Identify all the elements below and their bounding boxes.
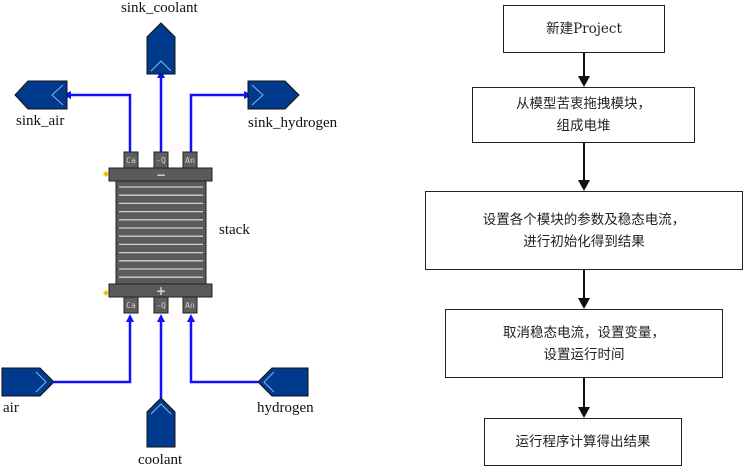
air-block[interactable] — [1, 367, 55, 397]
flow-step-text: 取消稳态电流，设置变量， — [503, 324, 665, 341]
flow-step-text: 设置各个模块的参数及稳态电流， — [482, 211, 686, 228]
port-q-bottom[interactable]: -Q — [153, 296, 169, 314]
stack-cell-lines — [119, 186, 203, 278]
svg-text:Ca: Ca — [126, 301, 136, 310]
air-label: air — [3, 400, 19, 416]
coolant-label: coolant — [138, 452, 183, 468]
connection-hydrogen[interactable] — [187, 314, 258, 384]
flow-step-text: 运行程序计算得出结果 — [515, 434, 651, 450]
chevron-right-icon — [35, 371, 47, 393]
chevron-left-icon — [263, 371, 275, 393]
flow-step-build-stack: 从模型苦衷拖拽模块， 组成电堆 — [472, 87, 695, 143]
chevron-left-icon — [51, 84, 64, 106]
port-q-top[interactable]: -Q — [153, 151, 169, 169]
sink-coolant-block[interactable] — [146, 22, 176, 75]
flow-step-text: 进行初始化得到结果 — [523, 233, 645, 250]
port-an-top[interactable]: An — [182, 151, 198, 169]
sink-hydrogen-label: sink_hydrogen — [248, 115, 338, 131]
hydrogen-block[interactable] — [257, 367, 309, 397]
flow-step-text: 设置运行时间 — [543, 346, 625, 363]
svg-text:An: An — [185, 156, 195, 165]
sink-coolant-label: sink_coolant — [121, 0, 198, 16]
flow-step-text: 组成电堆 — [556, 118, 611, 134]
port-ca-top[interactable]: Ca — [123, 151, 139, 169]
sink-air-block[interactable] — [14, 80, 68, 110]
negative-terminal-label: − — [156, 168, 166, 182]
sink-air-label: sink_air — [16, 113, 65, 129]
flow-step-text: 从模型苦衷拖拽模块， — [516, 96, 651, 112]
flow-arrow-4 — [578, 378, 590, 418]
connection-sink-hydrogen[interactable] — [189, 91, 252, 152]
stack-label: stack — [219, 222, 250, 238]
flow-arrow-1 — [578, 53, 590, 87]
svg-text:-Q: -Q — [156, 156, 166, 165]
flow-step-set-parameters: 设置各个模块的参数及稳态电流， 进行初始化得到结果 — [425, 191, 743, 270]
chevron-right-icon — [251, 84, 264, 106]
pin-positive-icon[interactable] — [103, 290, 109, 296]
sink-hydrogen-block[interactable] — [247, 80, 300, 110]
stack-body — [115, 180, 207, 285]
svg-text:-Q: -Q — [156, 301, 166, 310]
connection-sink-air[interactable] — [63, 91, 132, 152]
port-an-bottom[interactable]: An — [182, 296, 198, 314]
flow-step-run-program: 运行程序计算得出结果 — [484, 418, 682, 466]
hydrogen-label: hydrogen — [257, 400, 314, 416]
positive-terminal-label: + — [156, 284, 166, 298]
port-ca-bottom[interactable]: Ca — [123, 296, 139, 314]
svg-text:Ca: Ca — [126, 156, 136, 165]
pin-negative-icon[interactable] — [103, 171, 109, 177]
svg-text:An: An — [185, 301, 195, 310]
flow-step-new-project: 新建Project — [503, 5, 665, 53]
flow-step-text: 新建Project — [546, 21, 622, 37]
connection-air[interactable] — [54, 314, 134, 384]
stack-block[interactable]: Ca -Q An − + Ca -Q An — [103, 151, 213, 314]
chevron-up-icon — [150, 403, 172, 415]
coolant-block[interactable] — [146, 397, 176, 448]
chevron-up-icon — [150, 60, 172, 72]
flow-arrow-2 — [578, 143, 590, 191]
flow-arrow-3 — [578, 270, 590, 309]
flow-step-set-variables: 取消稳态电流，设置变量， 设置运行时间 — [445, 309, 723, 378]
